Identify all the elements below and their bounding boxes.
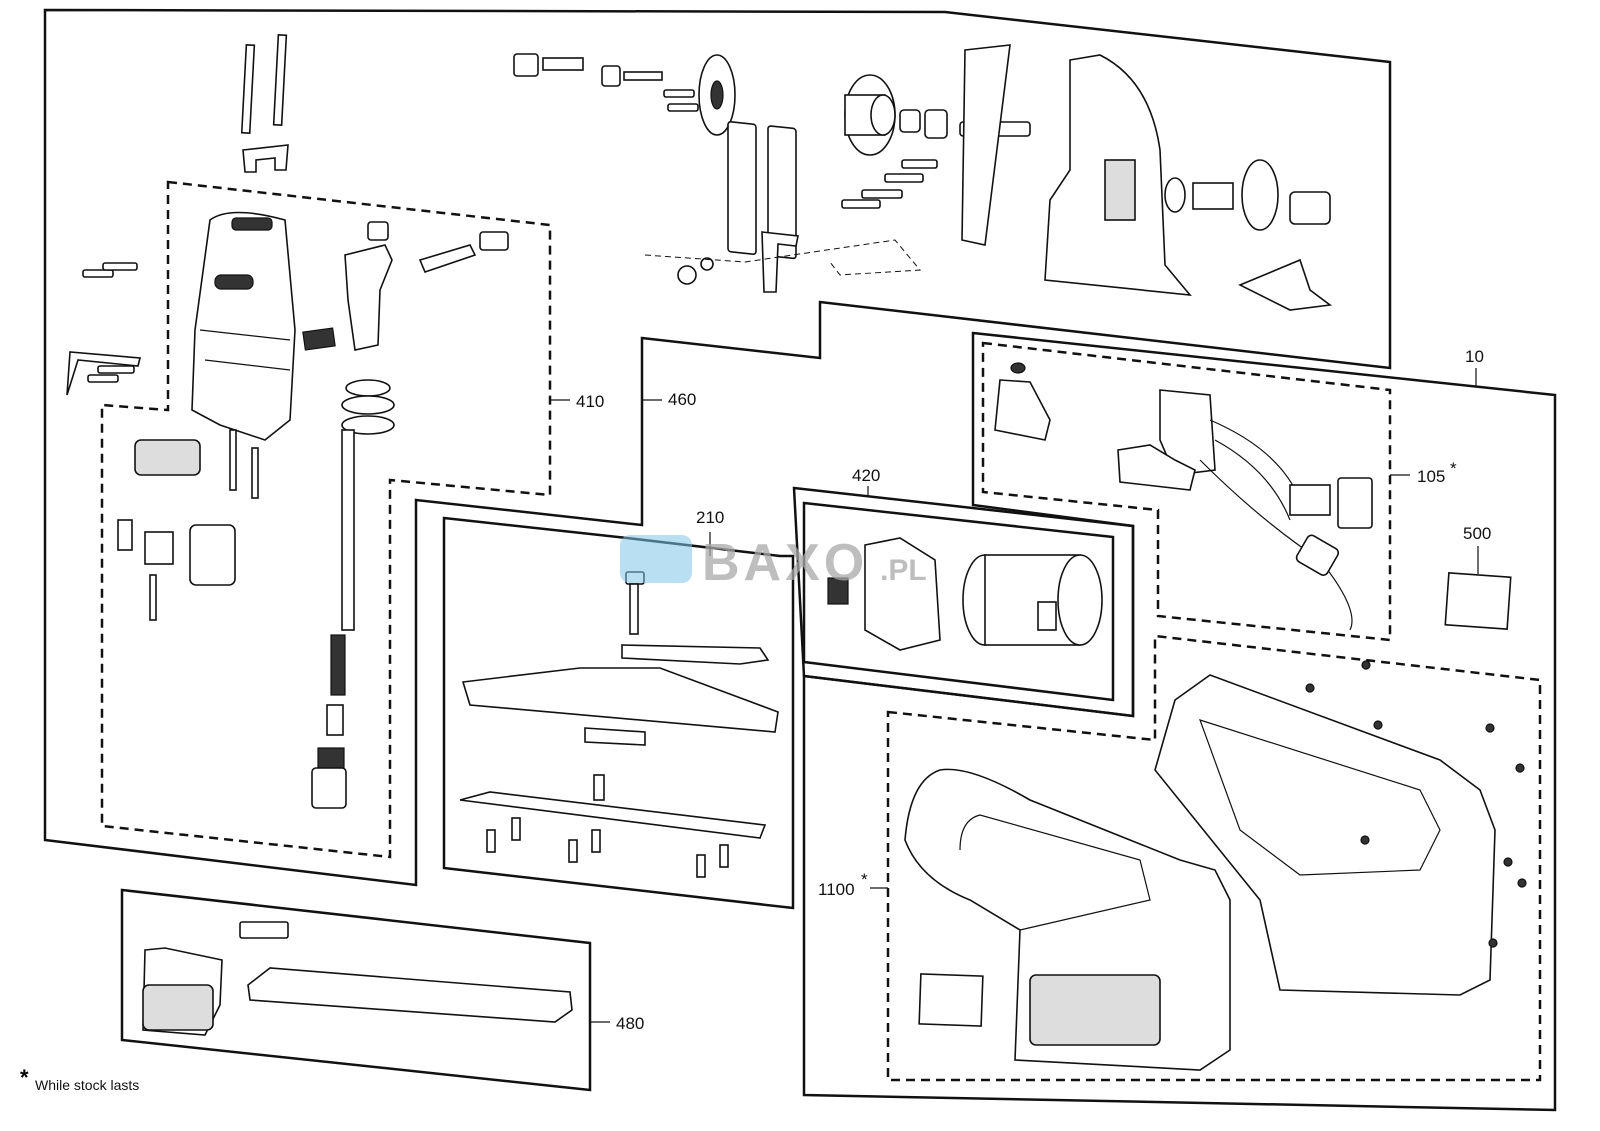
assembly-460-outline bbox=[43, 8, 1392, 887]
switch-assembly bbox=[994, 362, 1373, 631]
footnote-text: While stock lasts bbox=[35, 1077, 139, 1093]
guide-rods bbox=[240, 34, 289, 173]
watermark-logo-icon bbox=[620, 535, 692, 583]
blade-holder-parts bbox=[117, 429, 259, 621]
callout-420: 420 bbox=[852, 466, 880, 485]
callout-105-mark: * bbox=[1450, 459, 1457, 478]
battery-cover bbox=[142, 921, 573, 1036]
watermark: BAXO .PL bbox=[620, 534, 927, 592]
counterweight-assembly bbox=[513, 53, 1031, 260]
callout-10: 10 bbox=[1465, 347, 1484, 366]
watermark-suffix: .PL bbox=[880, 554, 927, 587]
housing-screws bbox=[1305, 660, 1527, 948]
callout-410: 410 bbox=[576, 392, 604, 411]
footnote-mark: * bbox=[20, 1065, 29, 1090]
callout-210: 210 bbox=[696, 508, 724, 527]
assembly-480-outline bbox=[120, 888, 592, 1092]
label-1100 bbox=[918, 973, 984, 1027]
gear-housing bbox=[191, 211, 296, 441]
assembly-420-outline bbox=[802, 501, 1115, 702]
callout-1100-mark: * bbox=[861, 870, 868, 889]
assembly-10-outline bbox=[802, 331, 1557, 1112]
motor-bracket bbox=[961, 44, 1333, 311]
housing-half-left bbox=[904, 768, 1231, 1071]
callout-480: 480 bbox=[616, 1014, 644, 1033]
callout-1100: 1100 bbox=[818, 880, 855, 899]
watermark-text: BAXO bbox=[702, 534, 868, 592]
screws-top bbox=[677, 159, 938, 293]
callout-105: 105 bbox=[1417, 467, 1445, 486]
assembly-105-outline bbox=[981, 341, 1392, 642]
plunger-rod bbox=[302, 221, 509, 809]
callout-500: 500 bbox=[1463, 524, 1491, 543]
label-500 bbox=[1444, 572, 1512, 630]
housing-half-right bbox=[1154, 660, 1527, 996]
base-screws bbox=[486, 817, 729, 878]
screws bbox=[66, 262, 142, 396]
assembly-410-outline bbox=[100, 180, 552, 859]
callout-460: 460 bbox=[668, 390, 696, 409]
leader-lines bbox=[550, 239, 1479, 1023]
motor bbox=[827, 537, 1103, 651]
base-plate bbox=[459, 571, 779, 878]
